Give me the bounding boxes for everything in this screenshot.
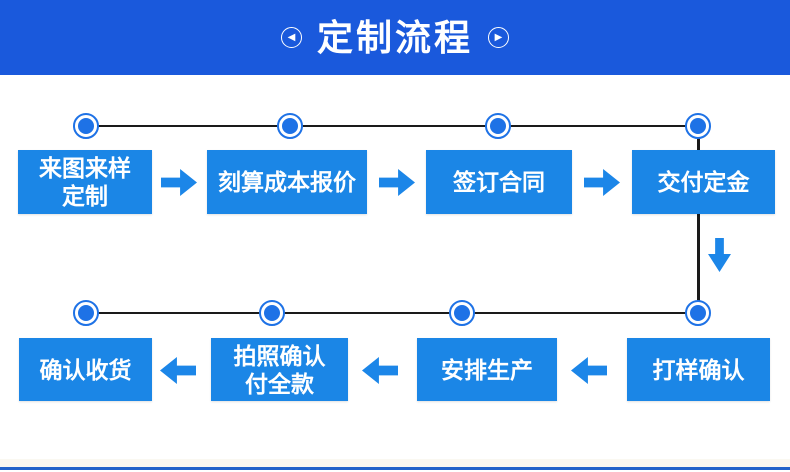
chevron-right-icon: ▶	[488, 27, 509, 48]
timeline-dot	[685, 113, 711, 139]
arrow-down-icon	[708, 238, 731, 272]
step-box-pay-deposit: 交付定金	[632, 150, 775, 214]
timeline-dot	[73, 300, 99, 326]
step-box-arrange-production: 安排生产	[417, 338, 557, 401]
step-box-sample-confirm: 打样确认	[627, 338, 770, 401]
timeline-dot	[685, 300, 711, 326]
step-box-cost-quote: 刻算成本报价	[207, 150, 367, 214]
connector-vertical-line	[697, 126, 700, 314]
step-box-custom-design: 来图来样 定制	[18, 150, 152, 214]
step-box-confirm-receipt: 确认收货	[19, 338, 152, 401]
timeline-line-row2	[86, 312, 698, 314]
arrow-left-icon	[362, 357, 398, 384]
step-box-sign-contract: 签订合同	[426, 150, 572, 214]
arrow-right-icon	[161, 169, 197, 196]
header-banner: ◀ 定制流程 ▶	[0, 0, 790, 75]
timeline-dot	[485, 113, 511, 139]
timeline-dot	[73, 113, 99, 139]
chevron-left-icon: ◀	[280, 27, 302, 48]
arrow-left-icon	[160, 357, 196, 384]
arrow-right-icon	[379, 169, 415, 196]
step-box-photo-confirm-payment: 拍照确认 付全款	[211, 338, 348, 401]
timeline-dot	[259, 300, 285, 326]
page-title: 定制流程	[316, 16, 473, 58]
timeline-dot	[277, 113, 303, 139]
arrow-right-icon	[584, 169, 620, 196]
footer-bar	[0, 467, 790, 470]
timeline-dot	[449, 300, 475, 326]
timeline-line-row1	[86, 125, 698, 127]
arrow-left-icon	[571, 357, 607, 384]
footer-strip	[0, 459, 790, 467]
